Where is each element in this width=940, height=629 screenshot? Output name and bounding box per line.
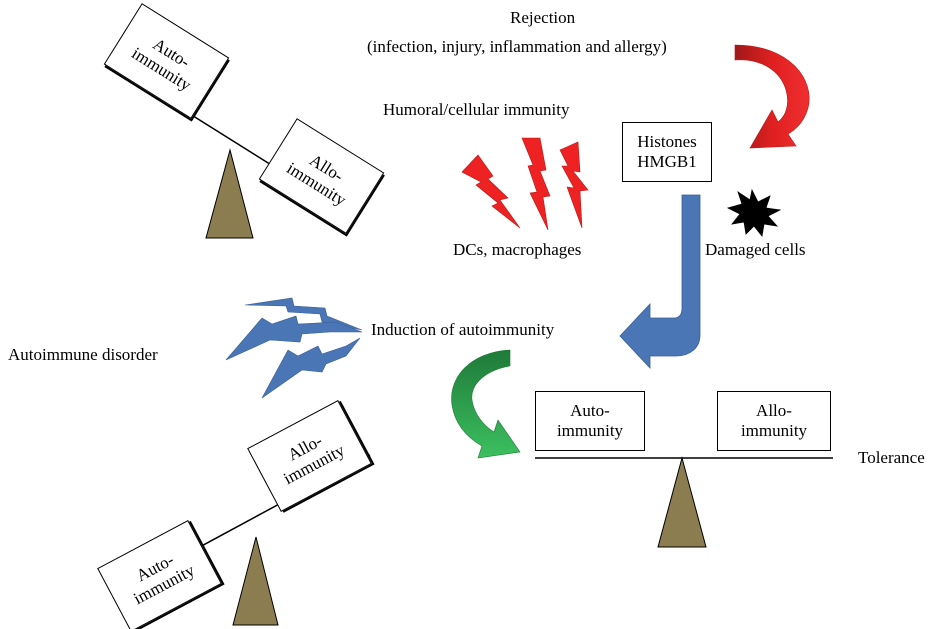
tolerance-auto-line1: Auto- xyxy=(570,401,610,420)
red-curved-arrow xyxy=(734,44,810,149)
tolerance-allo-box: Allo- immunity xyxy=(717,391,831,451)
bottom-scale-fulcrum xyxy=(232,536,279,626)
tolerance-allo-line1: Allo- xyxy=(756,401,792,420)
lightning-bolt xyxy=(225,315,363,361)
autoimmune-disorder-label: Autoimmune disorder xyxy=(8,345,158,364)
lightning-bolt xyxy=(559,141,589,229)
humoral-cellular-label: Humoral/cellular immunity xyxy=(383,100,570,119)
tolerance-auto-box: Auto- immunity xyxy=(535,391,645,451)
blue-lightning-bolts xyxy=(225,297,363,399)
damaged-cells-label: Damaged cells xyxy=(705,240,806,259)
red-lightning-bolts xyxy=(461,137,589,231)
damaged-cells-burst xyxy=(726,188,782,237)
rejection-title: Rejection xyxy=(510,8,576,27)
lightning-bolt xyxy=(261,337,361,399)
histones-hmgb1-box: Histones HMGB1 xyxy=(622,122,712,182)
rejection-causes: (infection, injury, inflammation and all… xyxy=(367,37,667,56)
lightning-bolt xyxy=(521,137,551,231)
green-curved-arrow xyxy=(451,349,521,459)
tolerance-auto-line2: immunity xyxy=(556,421,624,440)
dcs-macrophages-label: DCs, macrophages xyxy=(453,240,582,259)
tolerance-label: Tolerance xyxy=(858,448,925,467)
blue-down-arrow xyxy=(619,194,701,370)
tolerance-scale xyxy=(535,456,833,548)
histones-line1: Histones xyxy=(637,132,697,151)
induction-label: Induction of autoimmunity xyxy=(371,320,555,339)
tolerance-allo-line2: immunity xyxy=(740,421,808,440)
lightning-bolt xyxy=(461,154,521,229)
top-scale-fulcrum xyxy=(205,148,254,239)
tolerance-scale-fulcrum xyxy=(657,456,707,548)
histones-line2: HMGB1 xyxy=(637,152,697,171)
